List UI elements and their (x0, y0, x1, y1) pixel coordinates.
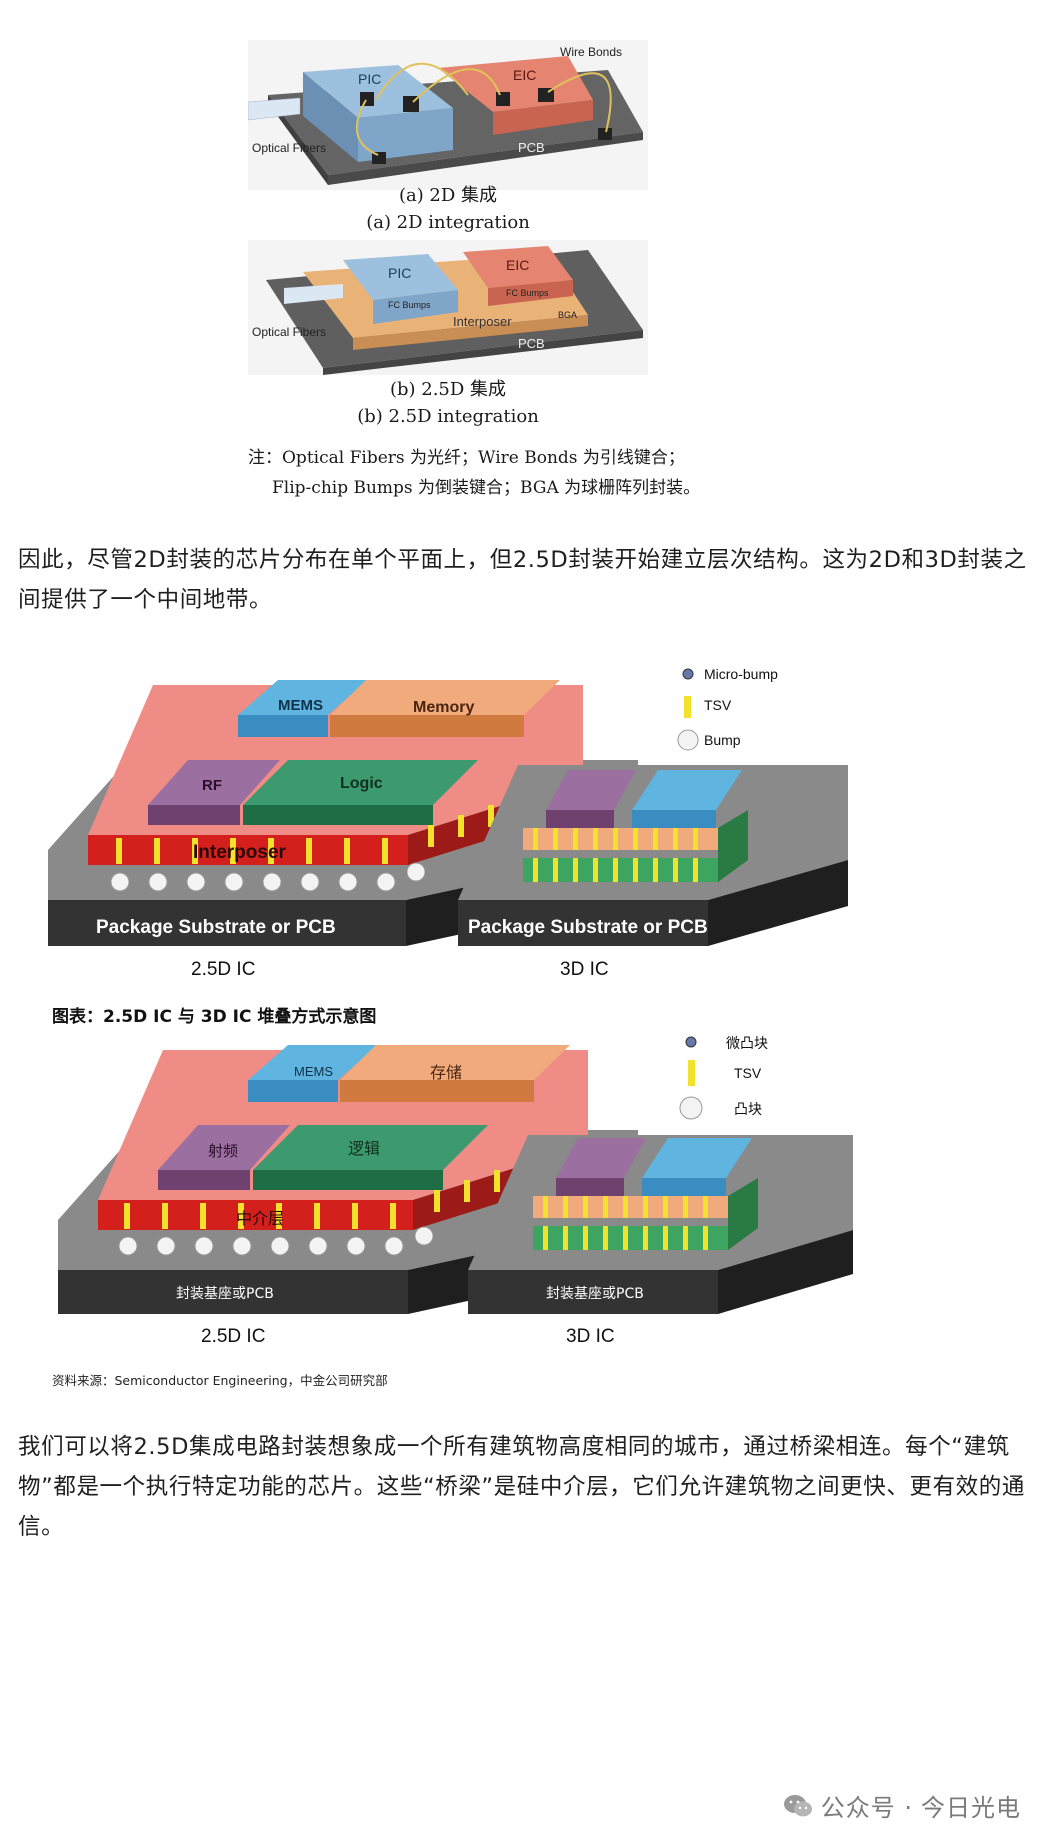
tsv-legend-icon (684, 696, 691, 718)
logic-label: Logic (340, 775, 383, 792)
bump-legend-icon (679, 1096, 703, 1120)
wire-bond (412, 68, 501, 103)
mems-label: MEMS (294, 1064, 333, 1079)
caption-25d-en: (b) 2.5D integration (357, 406, 539, 427)
logic-chip (243, 760, 478, 805)
caption-2d-en: (a) 2D integration (366, 212, 530, 233)
wechat-icon (783, 1794, 812, 1816)
pic-chip (343, 254, 458, 300)
caption-2d-cn: (a) 2D 集成 (398, 185, 498, 206)
figure-ic-stack-en: MEMS Memory RF Logic Interposer Package … (48, 660, 860, 990)
figure-2d-integration: PIC EIC Wire Bonds Optical Fibers PCB (247, 40, 648, 190)
wire-bond (356, 99, 379, 156)
substrate-left-label: Package Substrate or PCB (96, 917, 336, 938)
diagram-ic-stack-cn: MEMS 存储 射频 逻辑 中介层 封装基座或PCB 封装基座或PCB 2.5D… (58, 1036, 853, 1347)
logic-label: 逻辑 (348, 1139, 380, 1158)
figure-ic-stack-cn: MEMS 存储 射频 逻辑 中介层 封装基座或PCB 封装基座或PCB 2.5D… (58, 1030, 858, 1350)
watermark-name: 今日光电 (921, 1794, 1021, 1822)
label-25d-ic: 2.5D IC (191, 959, 255, 980)
figure-note-line2: Flip-chip Bumps 为倒装键合；BGA 为球栅阵列封装。 (272, 478, 701, 498)
paragraph-2: 我们可以将2.5D集成电路封装想象成一个所有建筑物高度相同的城市，通过桥梁相连。… (18, 1434, 1025, 1540)
mems-chip (248, 1045, 378, 1080)
legend-bump: Bump (704, 732, 741, 748)
legend-tsv: TSV (704, 697, 732, 713)
label-3d-ic: 3D IC (560, 959, 609, 980)
fc-bumps-label-1: FC Bumps (388, 300, 431, 310)
wire-bond (547, 72, 612, 133)
legend-micro-bump: Micro-bump (704, 666, 778, 682)
wire-bond (375, 62, 469, 101)
pcb-label: PCB (518, 140, 545, 155)
diagram-2d: PIC EIC Wire Bonds Optical Fibers PCB (247, 40, 648, 190)
watermark: 公众号 · 今日光电 (783, 1788, 1021, 1823)
top-chip-blue (642, 1138, 752, 1178)
legend-tsv: TSV (734, 1065, 762, 1081)
tsv-legend-icon (688, 1060, 695, 1086)
label-25d-ic: 2.5D IC (201, 1326, 265, 1347)
legend-micro-bump: 微凸块 (726, 1036, 768, 1052)
rf-chip (148, 760, 280, 805)
optical-fibers-label: Optical Fibers (252, 325, 326, 339)
substrate-left-label: 封装基座或PCB (176, 1285, 274, 1302)
legend-bump: 凸块 (734, 1102, 762, 1118)
pcb-label: PCB (518, 336, 545, 351)
interposer-label: Interposer (453, 314, 512, 329)
figure-note-line1: 注：Optical Fibers 为光纤；Wire Bonds 为引线键合； (248, 448, 685, 468)
memory-chip (330, 680, 560, 715)
interposer-label: Interposer (193, 842, 287, 863)
micro-bump-legend-icon (685, 1036, 697, 1048)
top-chip-blue (632, 770, 742, 810)
substrate-right-label: 封装基座或PCB (546, 1285, 644, 1302)
label-3d-ic: 3D IC (566, 1326, 615, 1347)
eic-chip (463, 246, 573, 288)
memory-label: 存储 (430, 1063, 462, 1082)
mems-label: MEMS (278, 697, 323, 714)
bump-legend-icon (677, 729, 699, 751)
caption-25d-cn: (b) 2.5D 集成 (389, 379, 507, 400)
figure-source: 资料来源：Semiconductor Engineering，中金公司研究部 (52, 1373, 388, 1388)
eic-label: EIC (513, 67, 536, 83)
rf-label: RF (202, 777, 222, 794)
eic-label: EIC (506, 257, 529, 273)
pic-label: PIC (388, 265, 411, 281)
rf-label: 射频 (208, 1142, 238, 1160)
diagram-25d: PIC EIC FC Bumps FC Bumps Interposer BGA… (248, 240, 648, 375)
mems-chip (238, 680, 368, 715)
interposer-label: 中介层 (236, 1209, 284, 1228)
bga-label: BGA (558, 310, 577, 320)
paragraph-1: 因此，尽管2D封装的芯片分布在单个平面上，但2.5D封装开始建立层次结构。这为2… (18, 547, 1027, 613)
pic-label: PIC (358, 71, 381, 87)
top-chip-purple (546, 770, 636, 810)
top-chip-purple (556, 1138, 646, 1178)
rf-chip (158, 1125, 290, 1170)
figure-title: 图表：2.5D IC 与 3D IC 堆叠方式示意图 (52, 1007, 377, 1027)
optical-fiber (284, 284, 343, 304)
optical-fibers-label: Optical Fibers (252, 141, 326, 155)
figure-25d-integration: PIC EIC FC Bumps FC Bumps Interposer BGA… (248, 240, 648, 375)
watermark-prefix: 公众号 · (820, 1794, 913, 1822)
diagram-ic-stack-en: MEMS Memory RF Logic Interposer Package … (48, 666, 848, 980)
substrate-right-label: Package Substrate or PCB (468, 917, 708, 938)
micro-bump-legend-icon (682, 668, 694, 680)
logic-chip (253, 1125, 488, 1170)
wire-bonds-label: Wire Bonds (560, 45, 622, 59)
memory-label: Memory (413, 699, 474, 716)
fc-bumps-label-2: FC Bumps (506, 288, 549, 298)
memory-chip (340, 1045, 570, 1080)
optical-fiber (247, 97, 301, 121)
